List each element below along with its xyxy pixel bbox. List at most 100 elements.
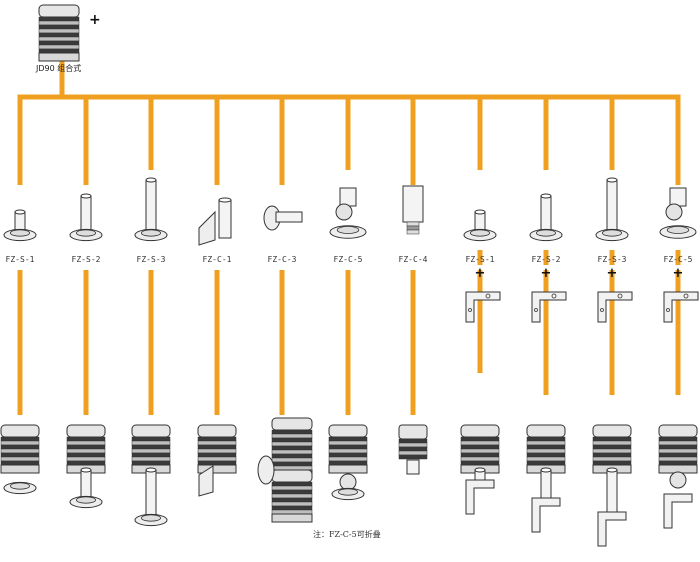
bracket-hole — [468, 308, 472, 312]
body-ring — [592, 444, 632, 450]
lens-cap — [658, 424, 698, 438]
accessory-base-mid — [69, 193, 103, 242]
pole — [145, 469, 157, 519]
body-ring — [271, 485, 313, 491]
body-ring — [592, 456, 632, 462]
column-code-label: FZ-C-1 — [202, 255, 232, 264]
body-ring — [526, 448, 566, 454]
assembly-lamp-wall — [197, 424, 237, 497]
adapter-body — [406, 459, 420, 475]
pole-top — [80, 193, 92, 199]
lens-cap — [526, 424, 566, 438]
body-ring — [658, 456, 698, 462]
body-ring — [66, 452, 106, 458]
assembly-lamp-fold-bracket — [658, 424, 698, 529]
bracket-hole — [534, 308, 538, 312]
column-code-label: FZ-S-3 — [597, 255, 627, 264]
flange-hub — [337, 488, 358, 496]
body-ring — [131, 460, 171, 466]
column-code-label: FZ-S-1 — [465, 255, 495, 264]
pole — [540, 469, 552, 499]
body-ring — [271, 493, 313, 499]
column-code-label: FZ-C-3 — [267, 255, 297, 264]
body-ring — [526, 436, 566, 442]
lens-cap — [197, 424, 237, 438]
wall-plate — [198, 210, 216, 246]
body-ring — [398, 454, 428, 460]
body-ring — [66, 444, 106, 450]
body-ring — [131, 452, 171, 458]
fold-hinge — [669, 471, 687, 489]
body-ring — [460, 452, 500, 458]
body-ring — [328, 460, 368, 466]
lens-cap — [398, 424, 428, 440]
flange-hub — [336, 225, 360, 234]
flange-hub — [76, 229, 97, 237]
assembly-lamp-fold — [328, 424, 368, 501]
body-ring — [658, 440, 698, 446]
body-ring — [658, 452, 698, 458]
body-ring — [0, 436, 40, 442]
accessory-base-tall — [134, 177, 168, 242]
body-ring — [271, 509, 313, 515]
bracket-plus-sign: + — [474, 266, 486, 281]
accessory-base-tall — [595, 177, 629, 242]
body-ring — [271, 437, 313, 443]
flange-hub — [666, 225, 690, 234]
assembly-lamp-tall — [131, 424, 171, 527]
body-ring — [460, 436, 500, 442]
pole-top — [218, 197, 232, 203]
accessory-base-short — [3, 209, 37, 242]
accessory-fold-mount — [329, 187, 367, 239]
lens-cap — [460, 424, 500, 438]
body-ring — [592, 452, 632, 458]
body-ring — [66, 448, 106, 454]
bracket-plus-sign: + — [672, 266, 684, 281]
flange-hub — [536, 229, 557, 237]
body-ring — [398, 438, 428, 444]
lens-cap — [592, 424, 632, 438]
body-ring — [526, 460, 566, 466]
body-ring — [460, 440, 500, 446]
flange-hub — [140, 229, 161, 237]
assembly-lamp-mid — [66, 424, 106, 509]
bracket-hole — [485, 293, 491, 299]
body-ring — [197, 436, 237, 442]
body-ring — [38, 24, 80, 30]
assembly-lamp-thread — [398, 424, 428, 475]
body-ring — [328, 452, 368, 458]
body-ring — [66, 436, 106, 442]
lamp-base-ring — [328, 464, 368, 474]
body-ring — [398, 442, 428, 448]
assembly-lamp-short-bracket — [460, 424, 500, 515]
lens-cap — [0, 424, 40, 438]
bracket-hole — [666, 308, 670, 312]
l-bracket-icon — [597, 291, 633, 323]
body-ring — [658, 444, 698, 450]
accessory-base-mid — [529, 193, 563, 242]
fold-note: 注：FZ-C-5可折叠 — [313, 530, 381, 539]
body-ring — [271, 481, 313, 487]
accessory-side-mount — [263, 205, 303, 231]
lens-cap — [131, 424, 171, 438]
body-ring — [328, 456, 368, 462]
pole-top — [606, 467, 618, 473]
pole-top — [540, 193, 552, 199]
body-ring — [592, 448, 632, 454]
pole — [218, 199, 232, 239]
flange-hub — [9, 482, 31, 490]
pole-top — [80, 467, 92, 473]
body-ring — [197, 460, 237, 466]
top-plus-sign: + — [89, 12, 101, 28]
accessory-thread-adapter — [402, 185, 424, 235]
body-ring — [460, 448, 500, 454]
assembly-lamp-short — [0, 424, 40, 495]
body-ring — [66, 460, 106, 466]
body-ring — [38, 28, 80, 34]
adapter-thread — [406, 225, 420, 231]
column-code-label: FZ-S-1 — [5, 255, 35, 264]
body-ring — [526, 456, 566, 462]
lamp-base-ring — [271, 513, 313, 523]
lamp-base-ring — [38, 52, 80, 62]
body-ring — [131, 448, 171, 454]
